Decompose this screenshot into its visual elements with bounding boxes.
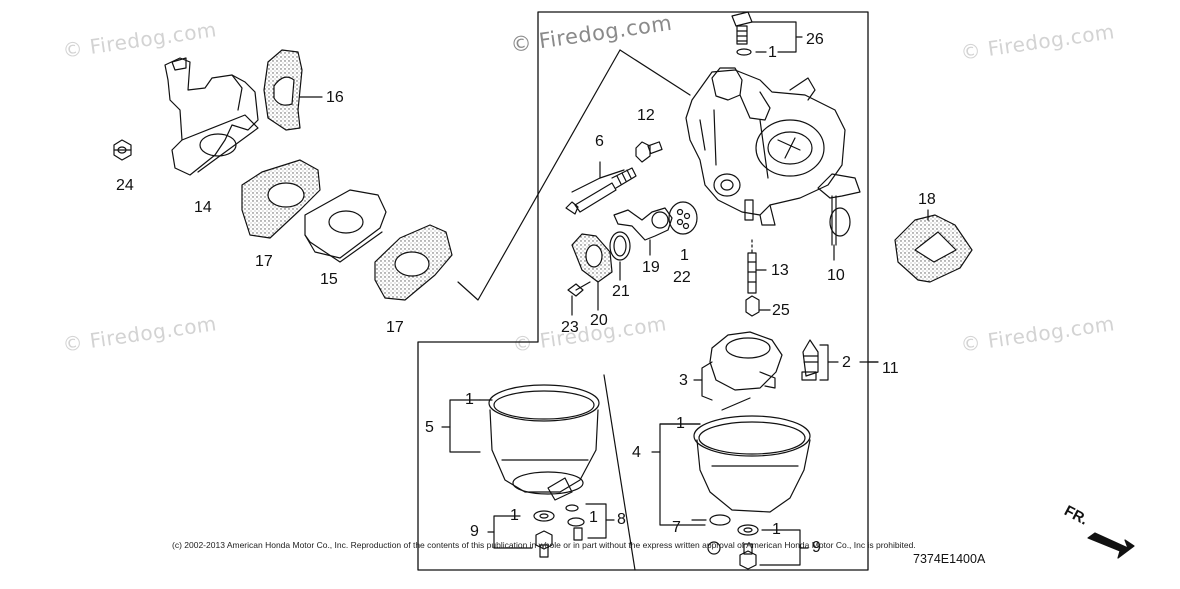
- callout-1: 1: [772, 521, 781, 538]
- callout-24: 24: [116, 177, 134, 194]
- copyright-notice: (c) 2002-2013 American Honda Motor Co., …: [172, 540, 916, 550]
- callout-10: 10: [827, 267, 845, 284]
- diagram-code: 7374E1400A: [913, 552, 986, 566]
- callout-2: 2: [842, 354, 851, 371]
- callout-20: 20: [590, 312, 608, 329]
- float-valve-2: [801, 339, 819, 381]
- callout-1: 1: [589, 509, 598, 526]
- callout-1: 1: [510, 507, 519, 524]
- o-ring-21: [609, 231, 631, 261]
- gasket-17-upper: [241, 159, 321, 239]
- bolt-left: [535, 530, 553, 558]
- callout-25: 25: [772, 302, 790, 319]
- callout-1: 1: [680, 247, 689, 264]
- callout-6: 6: [595, 133, 604, 150]
- callout-19: 19: [642, 259, 660, 276]
- screw-26: [731, 11, 753, 56]
- bolt-right: [739, 543, 757, 570]
- leader-line: [457, 49, 691, 301]
- callout-13: 13: [771, 262, 789, 279]
- callout-1: 1: [768, 44, 777, 61]
- gasket-17-lower: [374, 224, 453, 301]
- washer-7: [707, 514, 731, 555]
- callout-18: 18: [918, 191, 936, 208]
- choke-10: [817, 173, 861, 246]
- screw-12: [635, 141, 663, 163]
- callout-5: 5: [425, 419, 434, 436]
- callout-7: 7: [672, 519, 681, 536]
- jet-13: [747, 239, 757, 294]
- direction-arrow: [1087, 532, 1135, 559]
- screw-23: [567, 281, 591, 297]
- callout-4: 4: [632, 444, 641, 461]
- washer-left: [533, 510, 555, 522]
- washer-right: [737, 524, 759, 536]
- spacer-15: [304, 189, 387, 263]
- callout-11: 11: [882, 360, 899, 377]
- float-bowl-4: [693, 415, 811, 513]
- pilot-screw-6: [565, 167, 637, 215]
- callout-8: 8: [617, 511, 626, 528]
- callout-14: 14: [194, 199, 212, 216]
- callout-21: 21: [612, 283, 630, 300]
- float-bowl-5: [488, 384, 600, 501]
- choke-lever-19: [613, 207, 673, 241]
- gasket-20: [571, 233, 613, 283]
- callout-9: 9: [470, 523, 479, 540]
- gasket-18: [894, 214, 973, 283]
- callout-1: 1: [465, 391, 474, 408]
- nut-24: [113, 139, 132, 161]
- gasket-16: [263, 49, 303, 131]
- float-3: [709, 331, 783, 411]
- callout-3: 3: [679, 372, 688, 389]
- callout-1: 1: [676, 415, 685, 432]
- callout-15: 15: [320, 271, 338, 288]
- assembly-boundary: [417, 11, 869, 571]
- callout-22: 22: [673, 269, 691, 286]
- jet-25: [745, 295, 760, 317]
- callout-17: 17: [255, 253, 273, 270]
- callout-17: 17: [386, 319, 404, 336]
- disc-22: [668, 201, 698, 235]
- callout-12: 12: [637, 107, 655, 124]
- callout-9: 9: [812, 539, 821, 556]
- bracket-14: [164, 57, 259, 176]
- drain-screw-8: [565, 504, 585, 541]
- carburetor-body: [685, 67, 846, 226]
- divider-line: [603, 374, 636, 571]
- callout-16: 16: [326, 89, 344, 106]
- callout-23: 23: [561, 319, 579, 336]
- callout-26: 26: [806, 31, 824, 48]
